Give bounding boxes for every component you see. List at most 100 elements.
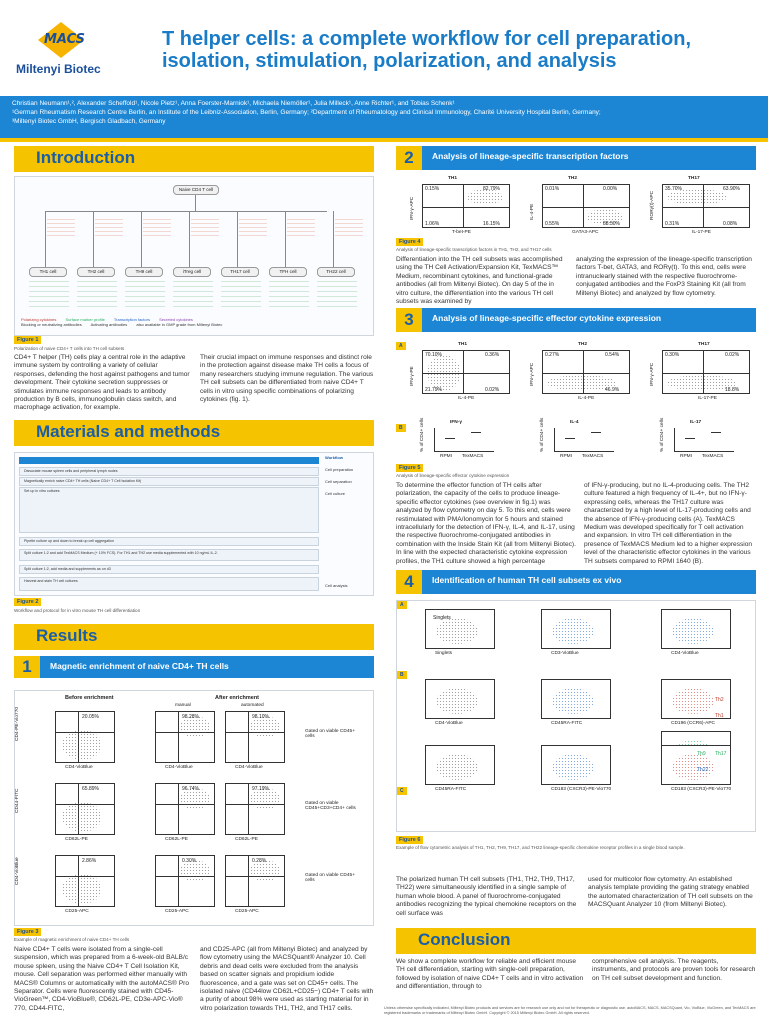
conclusion-text-right: comprehensive cell analysis. The reagent… — [592, 958, 756, 982]
plot-ylabel: IFN-γ-PE — [410, 366, 415, 386]
section-3-panel-b: B — [396, 424, 406, 432]
side-cell-culture: Cell culture — [325, 491, 346, 496]
section-1-title: Magnetic enrichment of naive CD4+ TH cel… — [50, 661, 229, 671]
cell-population — [587, 209, 623, 225]
texmacs-mean — [471, 432, 481, 433]
section-3-text-left: To determine the effector function of TH… — [396, 482, 576, 565]
workflow-header: Workflow — [325, 455, 343, 460]
bar-group-label: TexMACS — [582, 454, 604, 459]
cell-population — [62, 802, 102, 832]
gate-line — [178, 856, 179, 906]
bar-ylabel: % of CD4+ cells — [540, 417, 545, 452]
section-3-title: Analysis of lineage-specific effector cy… — [432, 313, 662, 323]
quadrant-lr: 16.15% — [483, 221, 500, 227]
quadrant-lr: 46.9% — [605, 387, 620, 393]
section-3-text-right: of IFN-γ-producing, but no IL-4-producin… — [584, 482, 753, 565]
subset-node: TH17 cell — [221, 267, 259, 277]
section-2-text-left: Differentiation into the TH cell subsets… — [396, 256, 563, 306]
gate-percent: 0.28% — [252, 858, 267, 864]
plot-ylabel: IL-4-PE — [530, 203, 535, 220]
surface-marker-list — [125, 281, 165, 311]
gating-xlabel: CD45RA-FITC — [435, 787, 467, 792]
flow-plot: 0.30%0.02%18.8% — [662, 350, 750, 394]
gate-percent: 98.10% — [252, 714, 269, 720]
gating-xlabel: Singlets — [435, 651, 453, 656]
quadrant-ul: 0.30% — [665, 352, 680, 358]
flow-plot: 96.74% — [155, 783, 215, 835]
plot-title: TH17 — [688, 176, 700, 181]
surface-marker-list — [269, 281, 309, 311]
gate-line — [248, 712, 249, 762]
col-after: After enrichment — [215, 695, 260, 701]
workflow-step-text: Set up in vitro cultures — [24, 489, 60, 493]
row-ylabel: CD44-FITC — [15, 788, 20, 813]
quadrant-ul: 0.15% — [425, 186, 440, 192]
conclusion-text-left: We show a complete workflow for reliable… — [396, 958, 584, 991]
gate-line — [463, 351, 464, 393]
plot-xlabel: IL-4-PE — [578, 396, 595, 401]
tree-branch-drop — [285, 211, 286, 267]
flow-plot: 98.10% — [225, 711, 285, 763]
cell-population — [180, 716, 210, 738]
figure-1-legend: Polarizing cytokines Surface marker prof… — [21, 317, 222, 327]
plot-xlabel: CD25-APC — [65, 909, 89, 914]
th22-gate: Th22 — [697, 767, 709, 773]
quadrant-ll: 0.31% — [665, 221, 680, 227]
cell-population — [552, 618, 594, 644]
gating-xlabel: CD3-VioBlue — [551, 651, 579, 656]
root-node: Naive CD4 T cell — [173, 185, 219, 195]
section-4-text-left: The polarized human TH cell subsets (TH1… — [396, 876, 577, 917]
flow-plot: 65.89% — [55, 783, 115, 835]
gating-xlabel: CD183 (CXCR3)-PE-Vio770 — [671, 787, 732, 792]
section-4-number: 4 — [396, 570, 422, 594]
quadrant-ll: 21.79% — [425, 387, 442, 393]
quadrant-ur: 63.90% — [723, 186, 740, 192]
gate-note: Gated on viable CD45+CD3+CD4+ cells — [305, 801, 356, 811]
gating-xlabel: CD196 (CCR6)-APC — [671, 721, 715, 726]
authors: Christian Neumann¹,², Alexander Scheffol… — [12, 100, 455, 107]
workflow-bar — [19, 457, 319, 464]
figure-3-flow-plots: Before enrichment After enrichment manua… — [14, 690, 374, 926]
tree-branch — [45, 211, 327, 212]
results-heading: Results — [36, 626, 98, 645]
plot-ylabel: IFN-γ-APC — [650, 362, 655, 386]
gating-plot — [661, 609, 731, 649]
side-cell-separation: Cell separation — [325, 479, 352, 484]
cell-population — [672, 618, 714, 644]
quadrant-lr: 88.50% — [603, 221, 620, 227]
cell-population — [180, 788, 210, 810]
cell-population — [250, 788, 280, 810]
th1-gate: Th1 — [715, 713, 724, 719]
plot-xlabel: IL-17-PE — [698, 396, 717, 401]
quadrant-lr: 0.08% — [723, 221, 738, 227]
figure-1-caption: Polarization of naive CD4+ T cells into … — [14, 346, 125, 351]
cell-population — [552, 754, 594, 780]
logo-text: MACS — [44, 32, 86, 47]
legend-gmp: also available in GMP grade from Milteny… — [136, 322, 223, 327]
section-4-panel-a: A — [397, 601, 407, 609]
singlets-gate: Singlets — [433, 615, 451, 621]
flow-plot: 0.30% — [155, 855, 215, 907]
th2-gate: Th2 — [715, 697, 724, 703]
plot-title: TH17 — [698, 342, 710, 347]
workflow-step-text: Harvest and stain TH cell cultures — [24, 579, 78, 583]
gating-plot — [661, 745, 731, 785]
plot-xlabel: CD25-APC — [165, 909, 189, 914]
gating-xlabel: CD45RA-FITC — [551, 721, 583, 726]
surface-marker-list — [173, 281, 213, 311]
bar-title: IL-17 — [690, 420, 702, 425]
figure-4-label: Figure 4 — [396, 238, 424, 246]
gate-percent: 96.74% — [182, 786, 199, 792]
poster-title: T helper cells: a complete workflow for … — [162, 28, 692, 72]
section-1-number: 1 — [14, 656, 40, 678]
conclusion-heading: Conclusion — [418, 930, 511, 949]
plot-ylabel: IFN-γ-APC — [530, 362, 535, 386]
legend-secreted: Secreted cytokines — [159, 317, 193, 322]
bar-group-label: RPMI — [440, 454, 452, 459]
workflow-step-text: Dissociate mouse spleen cells and periph… — [24, 469, 118, 473]
side-cell-analysis: Cell analysis — [325, 583, 348, 588]
surface-marker-list — [317, 281, 357, 311]
plot-xlabel: CD62L-PE — [65, 837, 88, 842]
section-1-header: 1 Magnetic enrichment of naive CD4+ TH c… — [14, 656, 374, 678]
figure-6-label: Figure 6 — [396, 836, 424, 844]
